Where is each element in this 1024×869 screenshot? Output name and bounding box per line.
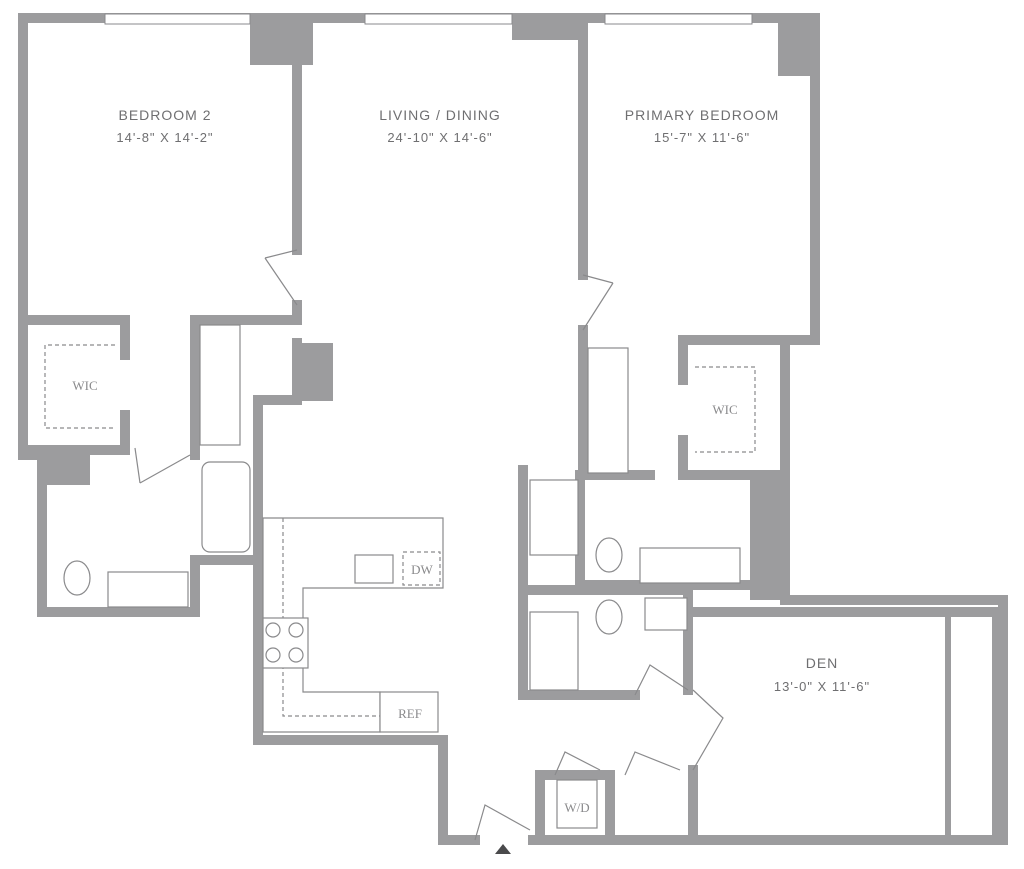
wic-label-right: WIC (712, 402, 737, 417)
entrance-arrow-icon (495, 844, 511, 854)
room-size-den: 13'-0" X 11'-6" (774, 679, 870, 694)
room-name-den: DEN (806, 655, 839, 671)
room-name-living-dining: LIVING / DINING (379, 107, 501, 123)
walls (18, 13, 1008, 845)
room-size-primary-bedroom: 15'-7" X 11'-6" (654, 130, 750, 145)
washer-dryer-label: W/D (564, 800, 589, 815)
wic-label-left: WIC (72, 378, 97, 393)
refrigerator-label: REF (398, 706, 422, 721)
room-name-primary-bedroom: PRIMARY BEDROOM (625, 107, 780, 123)
room-size-living-dining: 24'-10" X 14'-6" (387, 130, 492, 145)
doors (134, 249, 724, 841)
room-name-bedroom-2: BEDROOM 2 (118, 107, 211, 123)
windows (104, 13, 753, 25)
room-size-bedroom-2: 14'-8" X 14'-2" (116, 130, 213, 145)
fixtures (44, 324, 756, 829)
dishwasher-label: DW (411, 562, 433, 577)
